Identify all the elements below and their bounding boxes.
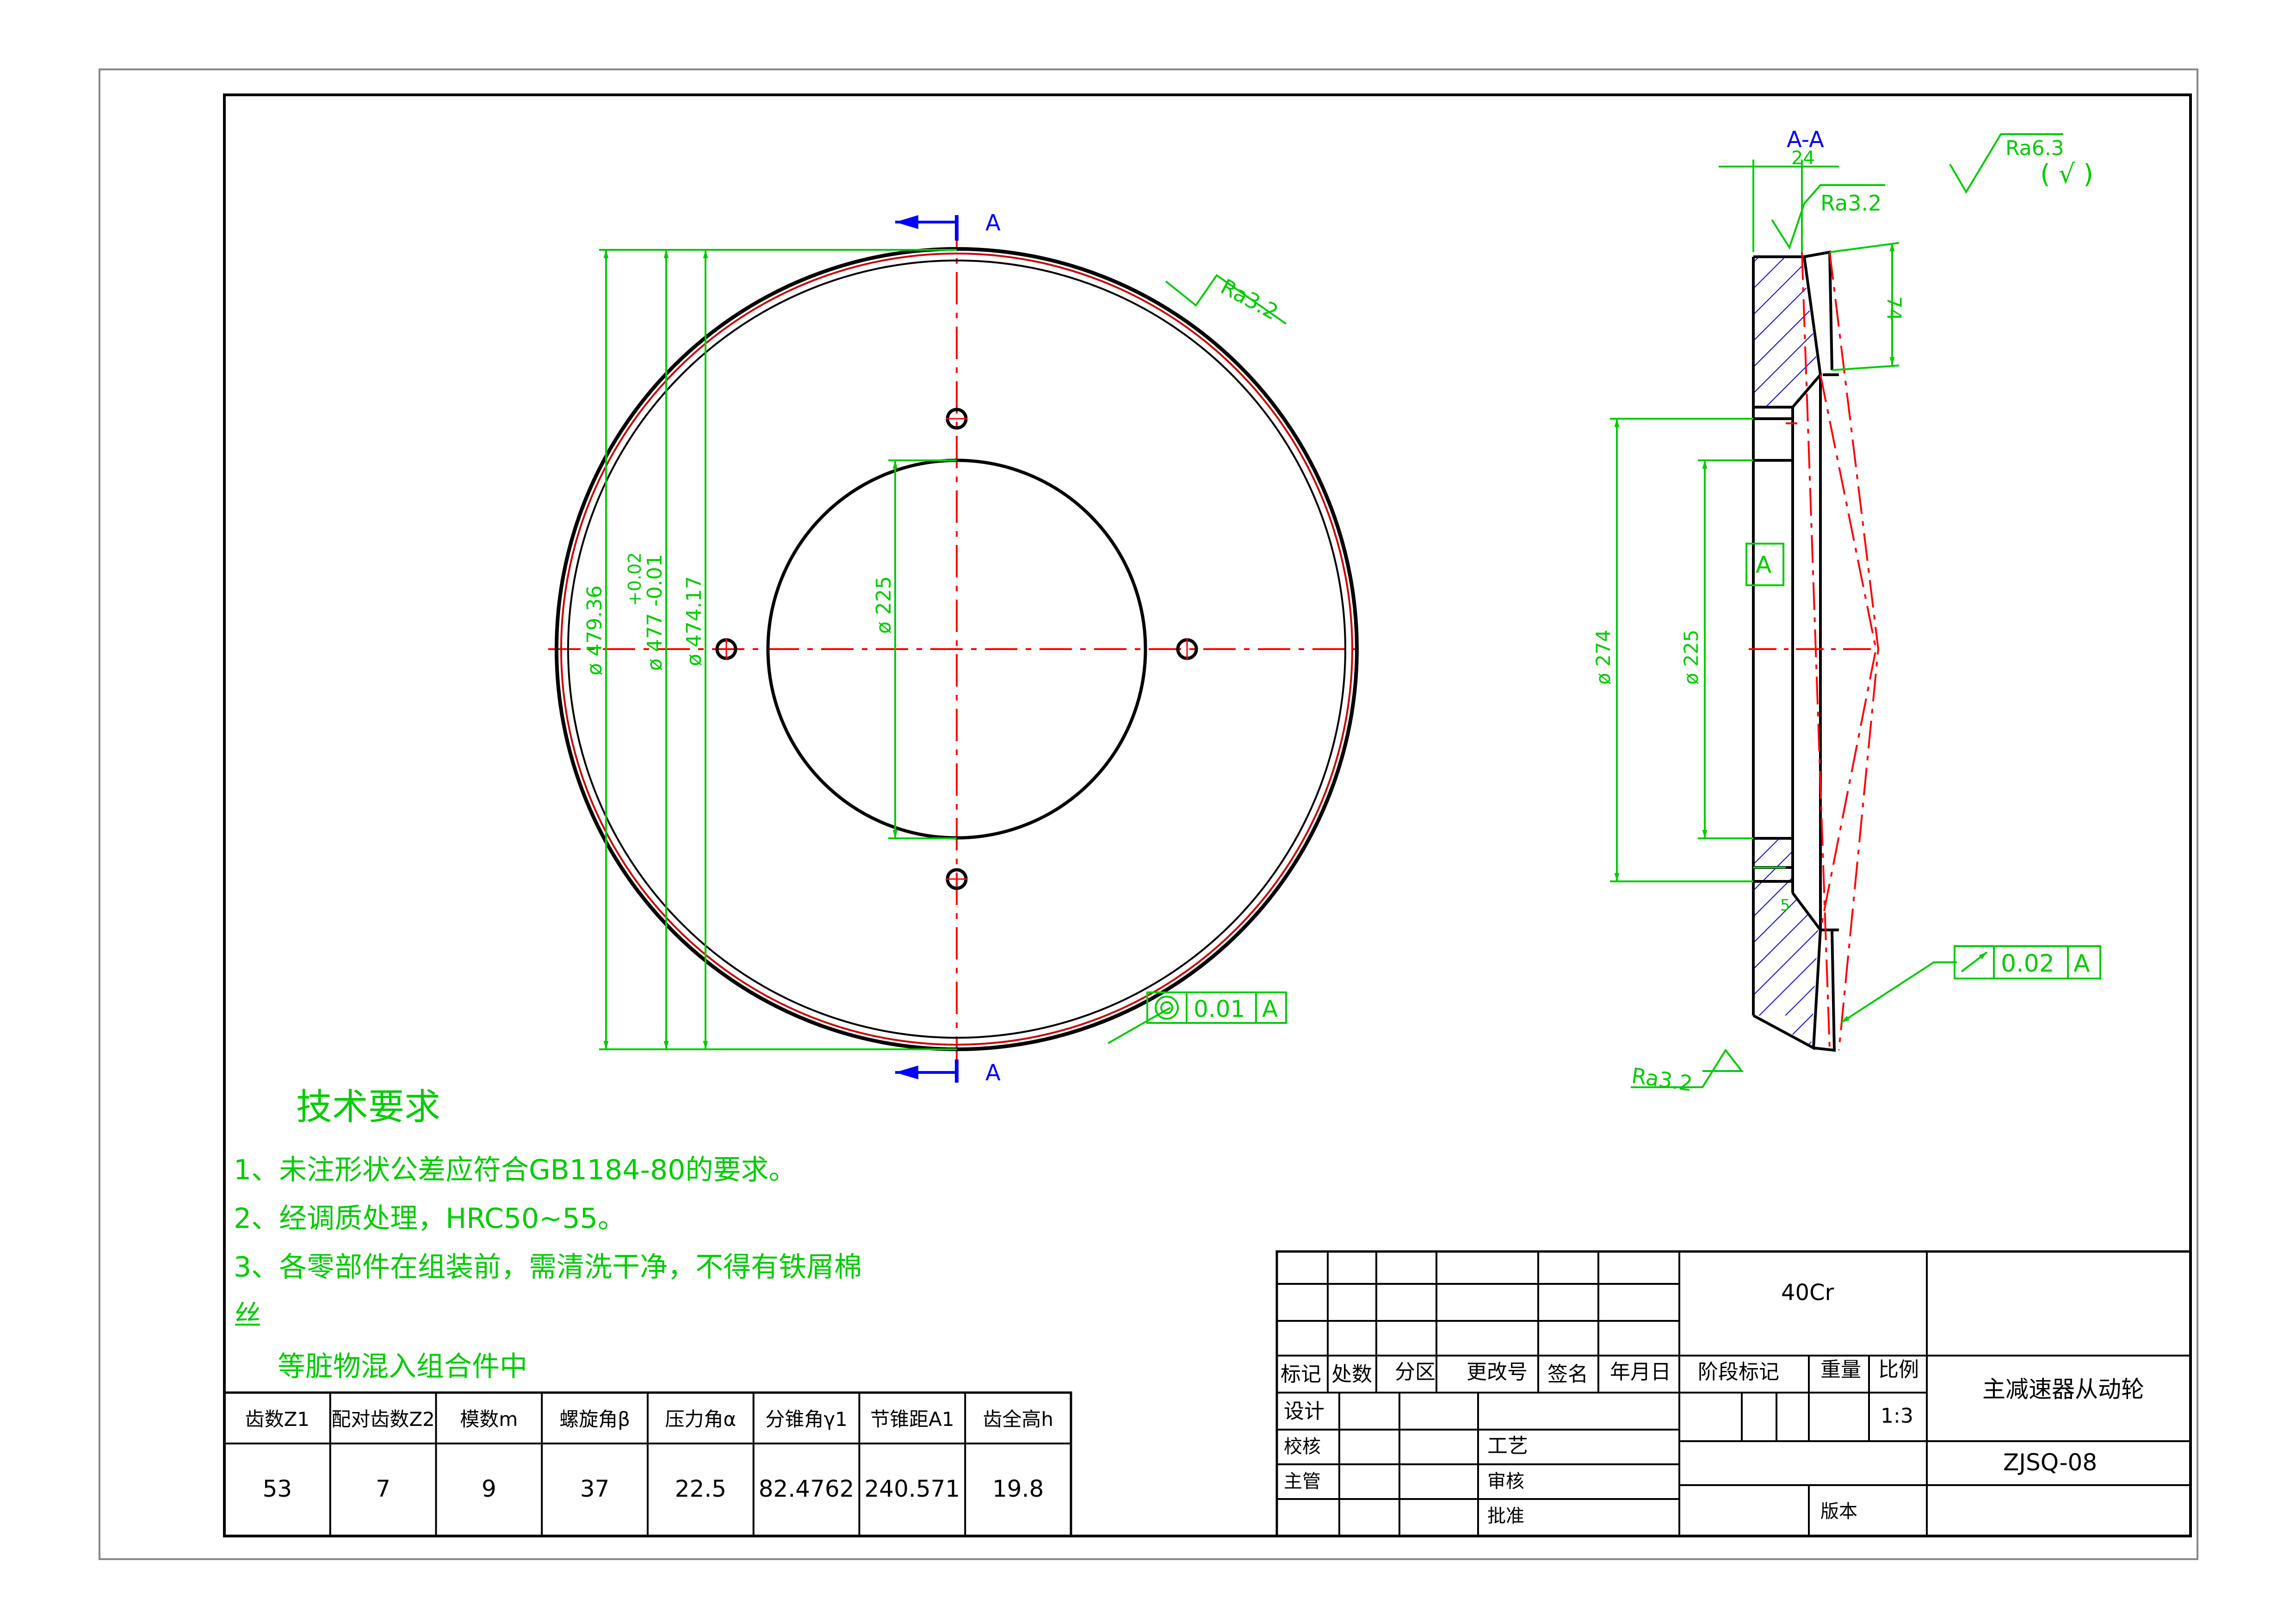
section-outline xyxy=(1752,250,1839,1052)
front-dimensions xyxy=(599,249,957,1050)
section-view: A-A xyxy=(1592,127,2101,1096)
param-value-7: 19.8 xyxy=(992,1475,1044,1502)
param-header-7: 齿全高h xyxy=(983,1408,1053,1431)
title-block xyxy=(1275,1250,2192,1537)
general-roughness: Ra6.3 ( √ ) xyxy=(1949,133,2093,194)
runout-icon xyxy=(1961,951,1988,973)
dim-d477: ø 477 -0.01 xyxy=(643,554,667,671)
rim-inner-circle xyxy=(567,260,1346,1039)
datum-a-label: A xyxy=(1756,551,1771,578)
param-value-2: 9 xyxy=(482,1475,496,1502)
dim-d479: ø 479.36 xyxy=(583,585,606,675)
svg-text:Ra3.2: Ra3.2 xyxy=(1630,1063,1694,1096)
dim-height-74: 74 xyxy=(1883,296,1906,321)
param-value-3: 37 xyxy=(580,1475,610,1502)
material: 40Cr xyxy=(1781,1280,1834,1306)
param-header-4: 压力角α xyxy=(665,1408,736,1431)
outer-frame xyxy=(99,68,2198,1560)
param-header-6: 节锥距A1 xyxy=(870,1408,954,1431)
hatch-upper xyxy=(1753,257,1793,407)
svg-text:比例: 比例 xyxy=(1878,1358,1919,1381)
bolt-holes xyxy=(715,408,1198,890)
svg-text:Ra3.2: Ra3.2 xyxy=(1820,191,1881,216)
front-view: ø 479.36 +0.02 ø 477 -0.01 ø 474.17 ø 22… xyxy=(548,210,1362,1086)
section-view-title: A-A xyxy=(1787,127,1824,153)
svg-text:审核: 审核 xyxy=(1487,1471,1524,1492)
inner-border xyxy=(223,93,2192,1537)
concentricity-icon xyxy=(1155,996,1179,1020)
svg-text:阶段标记: 阶段标记 xyxy=(1698,1360,1779,1384)
dim-d274: ø 274 xyxy=(1592,630,1615,685)
tech-req-line-1: 1、未注形状公差应符合GB1184-80的要求。 xyxy=(234,1154,797,1186)
hatch-upper-tooth xyxy=(1793,257,1818,407)
roughness-front: Ra3.2 xyxy=(1165,274,1287,325)
tech-req-line-3: 3、各零部件在组装前，需清洗干净，不得有铁屑棉 xyxy=(234,1251,862,1283)
datum-a-box xyxy=(1745,543,1784,586)
concentricity-value: 0.01 xyxy=(1194,996,1245,1022)
svg-text:分区: 分区 xyxy=(1395,1360,1436,1384)
rim-red-circle xyxy=(560,253,1353,1046)
svg-text:主管: 主管 xyxy=(1284,1471,1321,1492)
tech-req-line-4: 丝 xyxy=(234,1300,261,1332)
dim-d225: ø 225 xyxy=(872,576,896,634)
dim-d474: ø 474.17 xyxy=(682,576,706,666)
section-label-bottom: A xyxy=(985,1060,1001,1086)
part-name: 主减速器从动轮 xyxy=(1982,1376,2144,1403)
hatch-lower-tooth xyxy=(1793,893,1818,1046)
svg-text:设计: 设计 xyxy=(1284,1400,1324,1423)
param-value-0: 53 xyxy=(263,1475,292,1502)
svg-text:标记: 标记 xyxy=(1281,1363,1321,1386)
param-header-2: 模数m xyxy=(460,1408,518,1431)
concentricity-datum: A xyxy=(1262,996,1278,1022)
svg-text:工艺: 工艺 xyxy=(1487,1434,1528,1458)
dim-d477-tol: +0.02 xyxy=(625,552,645,606)
svg-text:版本: 版本 xyxy=(1820,1501,1857,1522)
section-label-top: A xyxy=(985,210,1001,236)
scale-value: 1:3 xyxy=(1881,1404,1913,1428)
dim-d225-section: ø 225 xyxy=(1680,630,1702,685)
param-header-0: 齿数Z1 xyxy=(245,1408,310,1431)
drawing-number: ZJSQ-08 xyxy=(2003,1449,2097,1476)
gear-param-table: 齿数Z1 53 配对齿数Z2 7 模数m 9 螺旋角β 37 压力角α 22.5 分锥角γ1 82.4… xyxy=(223,1391,1072,1537)
svg-text:校核: 校核 xyxy=(1284,1436,1321,1457)
svg-text:批准: 批准 xyxy=(1487,1505,1524,1527)
param-header-3: 螺旋角β xyxy=(559,1408,630,1431)
svg-text:更改号: 更改号 xyxy=(1467,1360,1528,1384)
param-header-5: 分锥角γ1 xyxy=(765,1408,848,1431)
param-value-6: 240.571 xyxy=(864,1475,960,1502)
section-arrow-bottom: A xyxy=(895,1059,1001,1086)
roughness-section-bottom: Ra3.2 xyxy=(1630,1048,1744,1096)
svg-text:Ra3.2: Ra3.2 xyxy=(1217,274,1282,325)
title-block-text: 40Cr 主减速器从动轮 ZJSQ-08 1:3 标记 处数 分区 更改号 签名… xyxy=(1281,1280,2144,1527)
tech-req-title: 技术要求 xyxy=(296,1086,441,1128)
svg-text:( √ ): ( √ ) xyxy=(2040,159,2093,189)
param-header-1: 配对齿数Z2 xyxy=(331,1408,435,1431)
section-arrow-top: A xyxy=(895,210,1001,241)
dim-width-24: 24 xyxy=(1791,148,1815,169)
dim-small-5: 5 xyxy=(1780,896,1790,915)
tech-req-line-2: 2、经调质处理，HRC50~55。 xyxy=(234,1202,625,1235)
section-dimensions xyxy=(1610,160,1900,882)
pitch-lines xyxy=(1749,252,1880,1051)
svg-text:签名: 签名 xyxy=(1547,1363,1588,1386)
concentricity-frame: 0.01 A xyxy=(1108,991,1287,1044)
roughness-section-top: Ra3.2 xyxy=(1771,184,1885,250)
param-value-5: 82.4762 xyxy=(759,1475,854,1502)
svg-text:Ra6.3: Ra6.3 xyxy=(2005,136,2064,160)
hatch-lower xyxy=(1753,837,1793,1016)
svg-text:重量: 重量 xyxy=(1820,1358,1861,1381)
svg-text:处数: 处数 xyxy=(1331,1363,1372,1386)
runout-datum: A xyxy=(2073,950,2090,978)
param-value-4: 22.5 xyxy=(675,1475,726,1502)
tech-req-line-5: 等脏物混入组合件中 xyxy=(278,1350,527,1383)
param-value-1: 7 xyxy=(376,1475,390,1502)
runout-value: 0.02 xyxy=(2001,950,2055,978)
runout-frame: 0.02 A xyxy=(1840,945,2101,1023)
svg-text:年月日: 年月日 xyxy=(1610,1360,1671,1384)
